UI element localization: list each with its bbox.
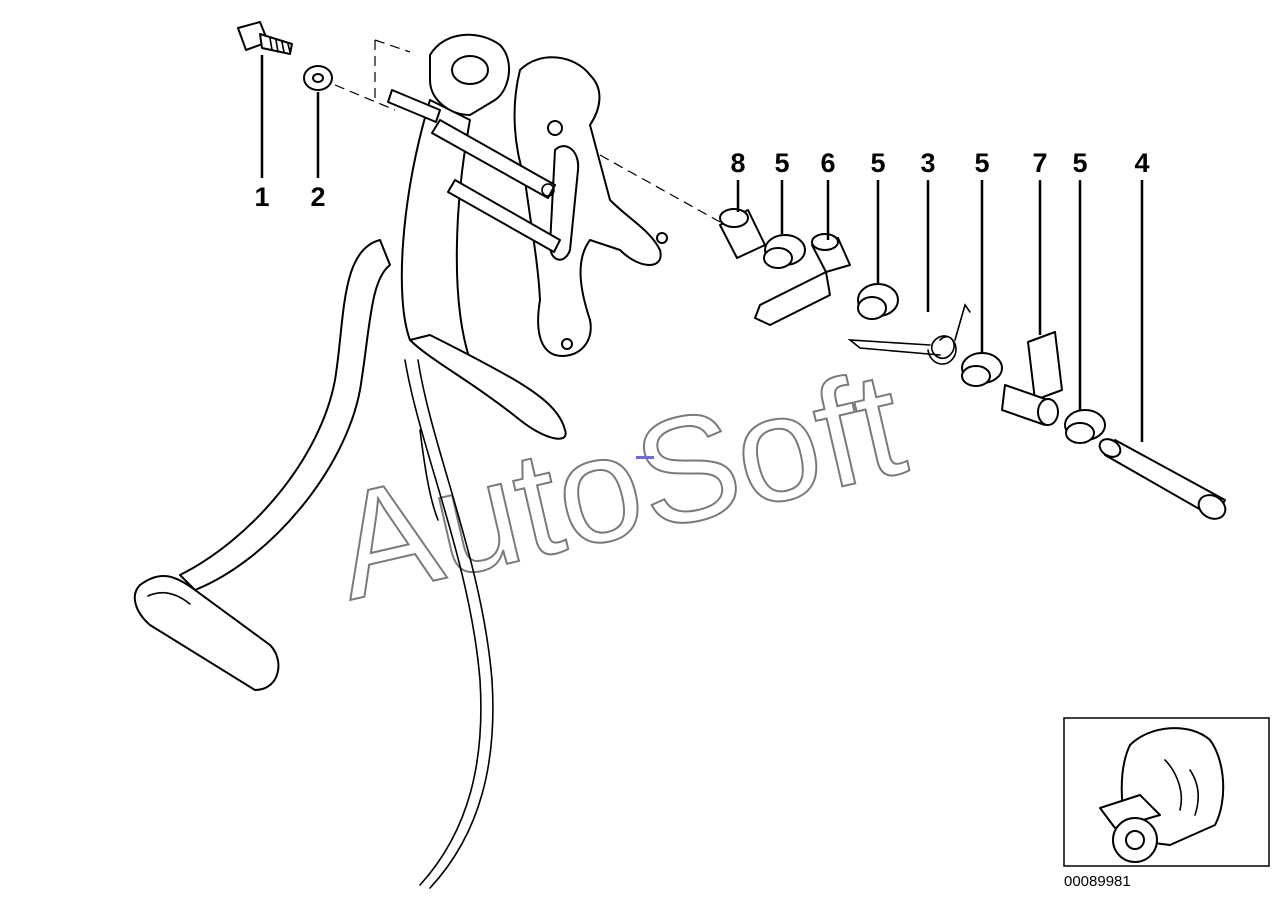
callout-6[interactable]: 6 — [820, 148, 835, 178]
callout-5d[interactable]: 5 — [1072, 148, 1087, 178]
callout-3[interactable]: 3 — [920, 148, 935, 178]
diagram-number: 00089981 — [1064, 873, 1131, 890]
ring-5b-part[interactable] — [857, 283, 899, 320]
callout-5b[interactable]: 5 — [870, 148, 885, 178]
callout-leaders — [260, 55, 1144, 442]
alignment-line-bracket — [374, 39, 411, 100]
lever-6-part[interactable] — [754, 233, 851, 326]
center-stand-assembly[interactable] — [133, 33, 668, 889]
callout-1[interactable]: 1 — [254, 182, 269, 212]
scooter-icon — [1099, 727, 1225, 863]
callout-5a[interactable]: 5 — [774, 148, 789, 178]
callout-labels: 1 2 8 5 6 5 3 5 7 5 4 — [254, 148, 1149, 212]
washer-part[interactable] — [303, 65, 333, 91]
clip-7-part[interactable] — [1001, 331, 1063, 426]
axle-tube-4-part[interactable] — [1096, 436, 1229, 524]
ring-5c-part[interactable] — [961, 352, 1003, 387]
vehicle-thumbnail[interactable] — [1063, 717, 1270, 867]
bushing-8-part[interactable] — [719, 208, 766, 259]
callout-7[interactable]: 7 — [1032, 148, 1047, 178]
callout-8[interactable]: 8 — [730, 148, 745, 178]
callout-2[interactable]: 2 — [310, 182, 325, 212]
marker-dash — [636, 456, 654, 459]
ring-5a-part[interactable] — [763, 234, 806, 269]
callout-5c[interactable]: 5 — [974, 148, 989, 178]
bolt-part[interactable] — [237, 21, 293, 55]
ring-5d-part[interactable] — [1064, 409, 1106, 444]
alignment-line-bolt — [334, 84, 396, 111]
alignment-line-axle — [599, 154, 721, 223]
spring-3-part[interactable] — [847, 303, 971, 365]
callout-4[interactable]: 4 — [1134, 148, 1149, 178]
